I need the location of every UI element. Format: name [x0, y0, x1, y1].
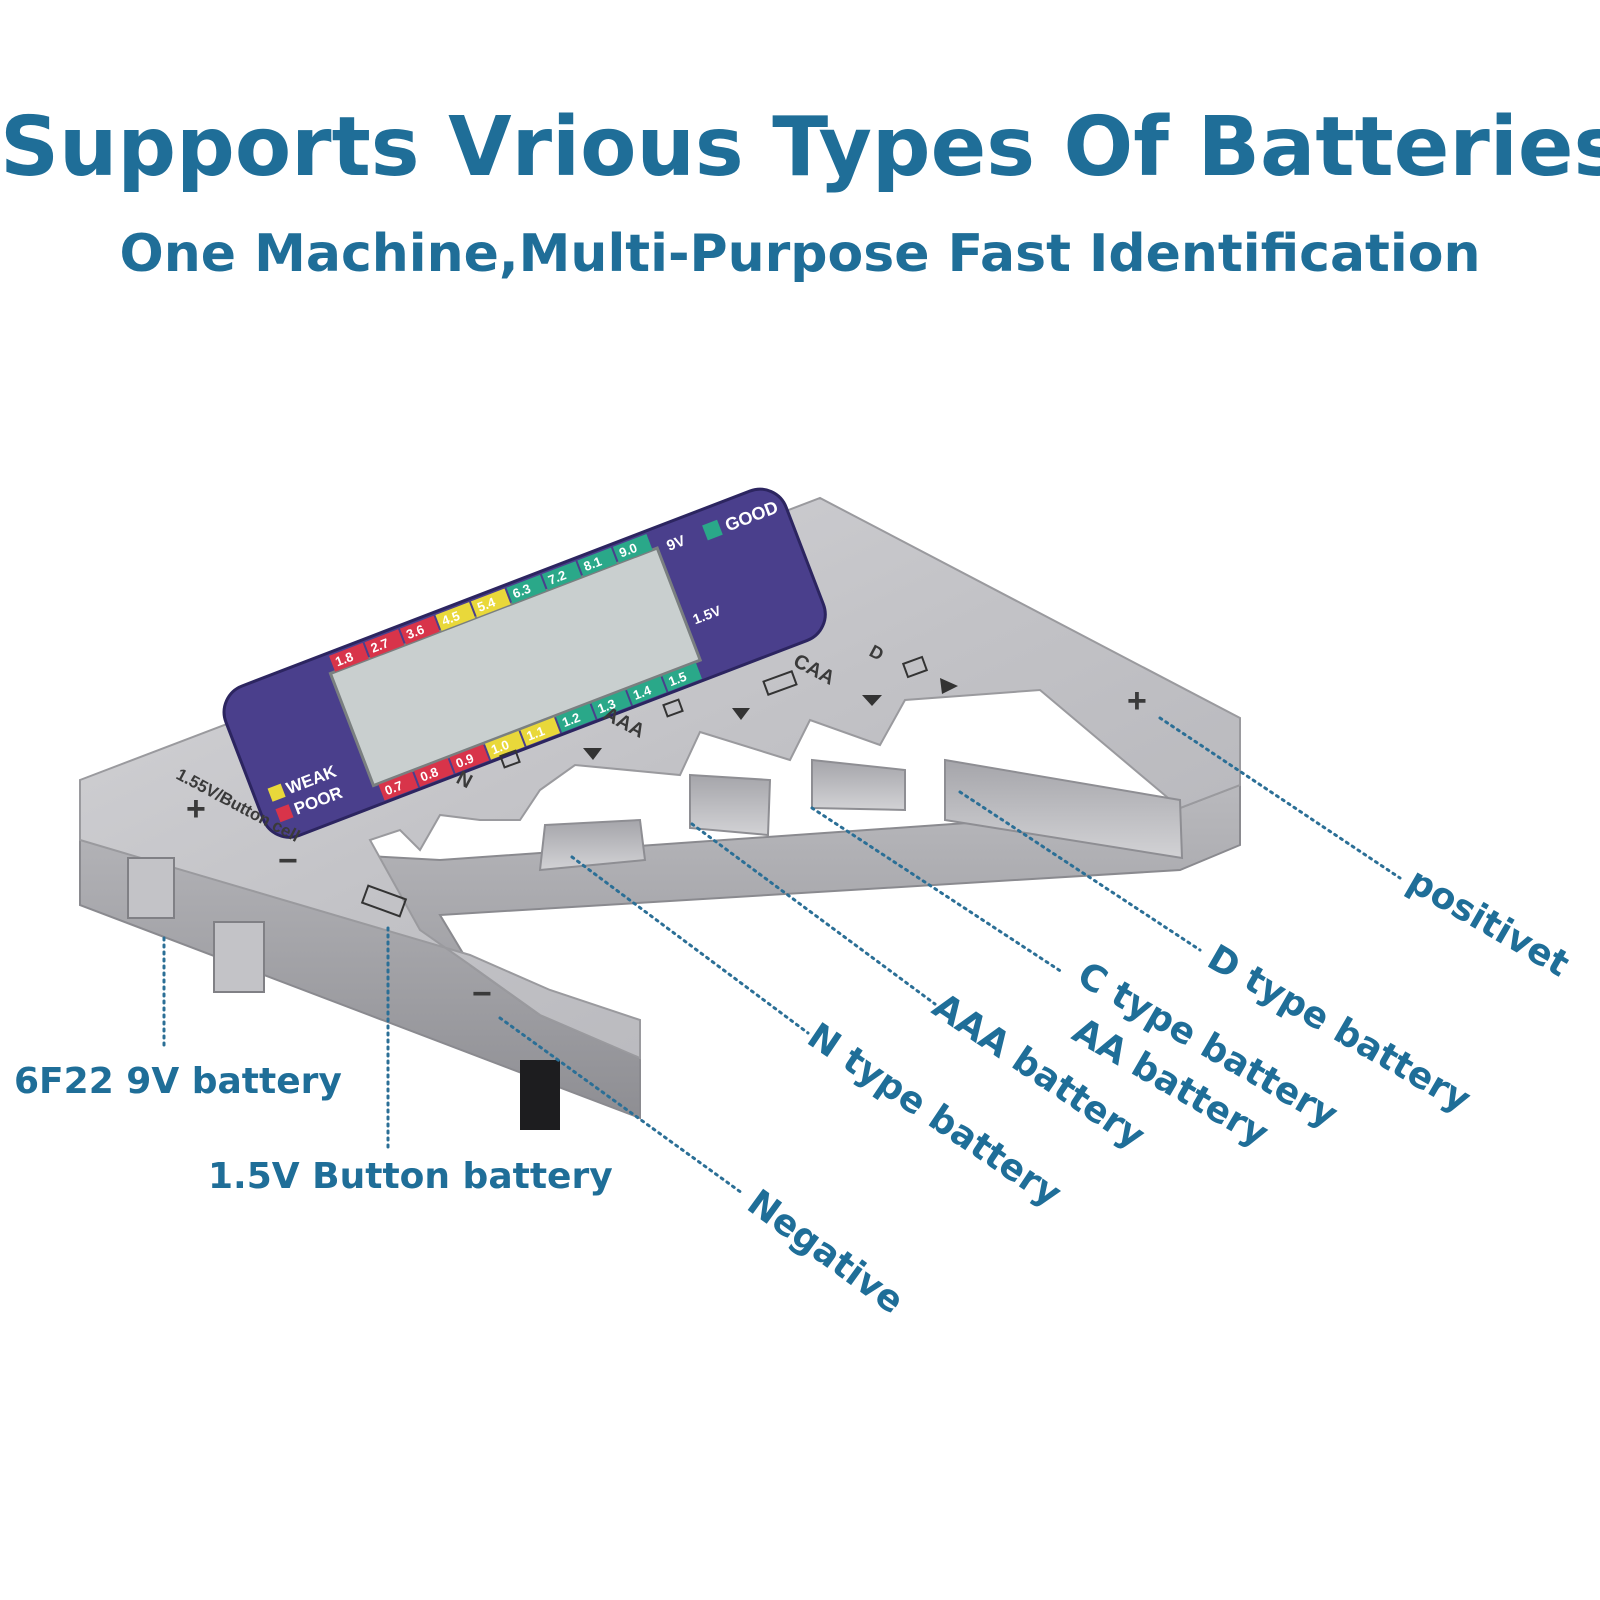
- slot-aaa: [689, 773, 772, 837]
- bottom-scale-segment: [662, 662, 702, 692]
- bottom-scale-segment: [555, 703, 596, 733]
- top-scale-segment: [364, 629, 405, 659]
- battery-icon-d: [901, 655, 929, 679]
- switch-button: [213, 921, 265, 993]
- leader-c-type: [810, 806, 1064, 974]
- arrow-n-icon: [583, 748, 602, 760]
- leader-n-type: [570, 855, 810, 1035]
- bottom-scale-value: 1.0: [489, 737, 511, 757]
- bottom-scale-value: 1.3: [595, 696, 617, 716]
- leader-negative: [498, 1016, 744, 1195]
- negative-contact-window: [520, 1060, 560, 1130]
- top-scale-segment: [470, 588, 511, 618]
- slot-caa: [811, 758, 906, 812]
- plus-sign-button: +: [186, 790, 206, 828]
- top-scale-segment: [329, 642, 369, 672]
- callout-d-type: D type battery: [1201, 937, 1478, 1120]
- bottom-scale-value: 1.4: [631, 682, 654, 703]
- leader-d-type: [958, 790, 1202, 952]
- slot-d: [944, 758, 1184, 860]
- plus-sign-main: +: [1127, 682, 1147, 720]
- bottom-scale-segment: [520, 717, 561, 747]
- top-scale-segment: [577, 547, 618, 577]
- battery-icon-n: [499, 749, 521, 769]
- leader-aaa: [690, 822, 937, 1006]
- bottom-scale-value: 0.9: [454, 750, 476, 770]
- top-scale-segment: [541, 561, 582, 590]
- arrow-caa-icon: [862, 695, 882, 706]
- top-scale-value: 1.8: [333, 649, 355, 669]
- top-scale-value: 5.4: [475, 594, 498, 615]
- battery-icon-button: [360, 884, 408, 918]
- callout-negative: Negative: [740, 1182, 911, 1322]
- bottom-scale-value: 0.8: [418, 764, 440, 784]
- bottom-scale-segment: [626, 676, 667, 706]
- callout-positive: positivet: [1401, 860, 1576, 985]
- meter-panel: 1.8 2.7 3.6 4.5 5.4 6.3 7.2 8.1 9.0 0.7 0.8 0.9 1.0…: [222, 487, 827, 839]
- bottom-scale-segment: [378, 771, 419, 801]
- battery-icon-aaa: [662, 698, 684, 718]
- subtitle: One Machine,Multi-Purpose Fast Identific…: [119, 224, 1481, 284]
- callout-9v: 6F22 9V battery: [14, 1061, 342, 1102]
- minus-sign-negative: −: [472, 975, 492, 1013]
- leader-positive: [1158, 716, 1402, 880]
- leader-lines: [162, 716, 1402, 1195]
- bottom-scale-segment: [484, 730, 525, 760]
- bottom-scale-value: 1.2: [560, 710, 582, 730]
- arrow-aaa-icon: [732, 708, 750, 720]
- bottom-scale-segment: [413, 758, 454, 787]
- top-scale-segment: [506, 574, 547, 604]
- top-scale-segment: [612, 533, 653, 563]
- switch-9v: [127, 857, 175, 919]
- top-scale-value: 9.0: [617, 540, 639, 560]
- battery-icon-caa: [762, 670, 798, 696]
- bottom-scale-value: 1.1: [524, 723, 546, 743]
- volt-9v-label: 9V: [664, 532, 687, 554]
- top-scale-value: 3.6: [404, 622, 426, 642]
- device-top: [79, 496, 1241, 1060]
- top-scale-segment: [435, 602, 476, 631]
- main-title: Supports Vrious Types Of Batteries: [0, 100, 1600, 195]
- top-scale-segment: [399, 615, 440, 645]
- top-scale-value: 8.1: [581, 554, 603, 574]
- top-scale-value: 6.3: [511, 581, 533, 601]
- bottom-scale-value: 1.5: [666, 669, 688, 689]
- bottom-scale-segment: [591, 690, 632, 719]
- minus-sign-button: −: [278, 842, 298, 880]
- top-scale-value: 2.7: [369, 635, 391, 655]
- bottom-scale-value: 0.7: [383, 778, 405, 798]
- bottom-scale-segment: [449, 744, 490, 774]
- top-scale-value: 7.2: [546, 567, 568, 587]
- arrow-d-icon: [940, 678, 958, 694]
- slot-n: [538, 818, 647, 872]
- top-scale-value: 4.5: [440, 608, 462, 628]
- callout-button: 1.5V Button battery: [208, 1156, 613, 1197]
